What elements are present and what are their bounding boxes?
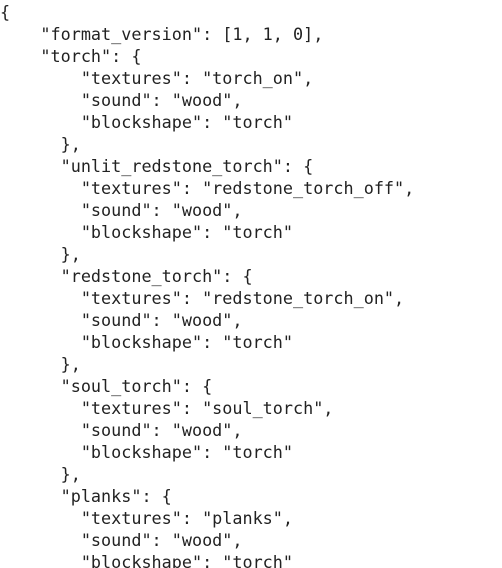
- code-line: "unlit_redstone_torch": {: [0, 156, 314, 176]
- code-line: "format_version": [1, 1, 0],: [0, 24, 324, 44]
- code-line: "textures": "planks",: [0, 508, 293, 528]
- code-line: "sound": "wood",: [0, 420, 243, 440]
- code-line: "sound": "wood",: [0, 90, 243, 110]
- code-line: "soul_torch": {: [0, 376, 213, 396]
- code-line: "sound": "wood",: [0, 200, 243, 220]
- code-line: "planks": {: [0, 486, 172, 506]
- code-line: "redstone_torch": {: [0, 266, 253, 286]
- code-line: "blockshape": "torch": [0, 442, 293, 462]
- code-line: "blockshape": "torch": [0, 552, 293, 568]
- code-line: "torch": {: [0, 46, 142, 66]
- code-line: "blockshape": "torch": [0, 332, 293, 352]
- code-line: "blockshape": "torch": [0, 112, 293, 132]
- code-line: },: [0, 134, 81, 154]
- code-line: {: [0, 2, 11, 22]
- code-line: "sound": "wood",: [0, 310, 243, 330]
- code-line: "blockshape": "torch": [0, 222, 293, 242]
- code-line: },: [0, 244, 81, 264]
- code-line: "textures": "soul_torch",: [0, 398, 334, 418]
- code-line: "textures": "torch_on",: [0, 68, 314, 88]
- code-line: "sound": "wood",: [0, 530, 243, 550]
- code-line: },: [0, 464, 81, 484]
- code-line: "textures": "redstone_torch_off",: [0, 178, 415, 198]
- code-line: },: [0, 354, 81, 374]
- code-line: "textures": "redstone_torch_on",: [0, 288, 405, 308]
